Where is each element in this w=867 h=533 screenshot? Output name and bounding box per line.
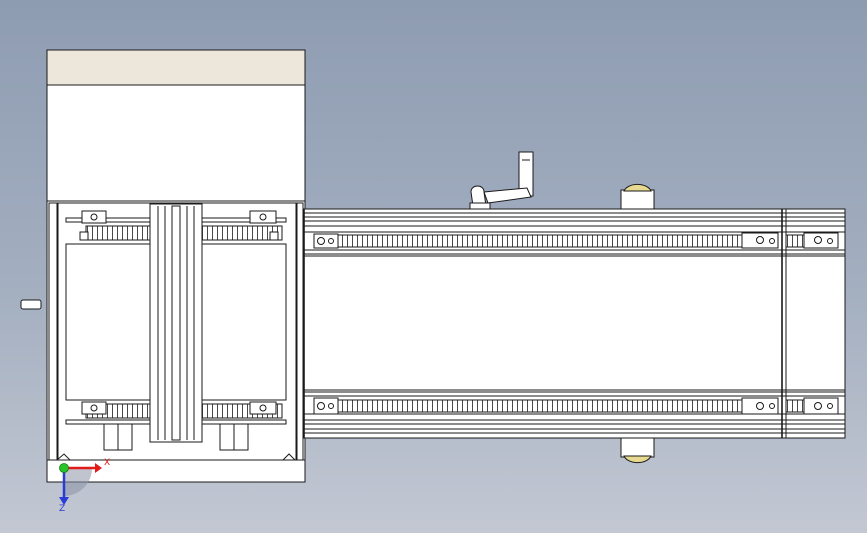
- cover-housing: [46, 84, 306, 202]
- triad-origin: [59, 463, 69, 473]
- coordinate-triad: [59, 463, 102, 505]
- crank-arm: [483, 187, 532, 204]
- top-cover-panel: [46, 49, 306, 86]
- left-side-rail: [48, 202, 58, 461]
- conveyor-frame: [303, 208, 846, 439]
- belt-surface: [303, 253, 846, 393]
- left-unit: [46, 49, 306, 483]
- right-side-rail: [296, 202, 304, 461]
- bottom-chain: [337, 399, 779, 413]
- bottom-idler-left: [313, 397, 339, 415]
- upper-bolt-left: [90, 213, 98, 221]
- side-pin: [20, 299, 42, 310]
- upper-collar-left: [79, 231, 89, 241]
- bearing-top: [620, 183, 655, 211]
- top-chain: [337, 234, 779, 248]
- hand-crank: [469, 151, 534, 211]
- lower-bolt-right: [259, 404, 267, 412]
- upper-chain-left: [85, 225, 151, 241]
- x-axis-label: X: [104, 458, 111, 468]
- column-channel: [171, 205, 181, 441]
- corner-foot-left: [55, 453, 72, 461]
- upper-collar-right: [269, 231, 279, 241]
- upper-bolt-right: [259, 213, 267, 221]
- z-axis-label: Z: [59, 504, 66, 514]
- corner-foot-right: [281, 453, 297, 461]
- lower-bolt-left: [90, 404, 98, 412]
- triad-shadow: [64, 468, 92, 496]
- bearing-bottom: [620, 436, 655, 464]
- base-rail: [46, 459, 306, 483]
